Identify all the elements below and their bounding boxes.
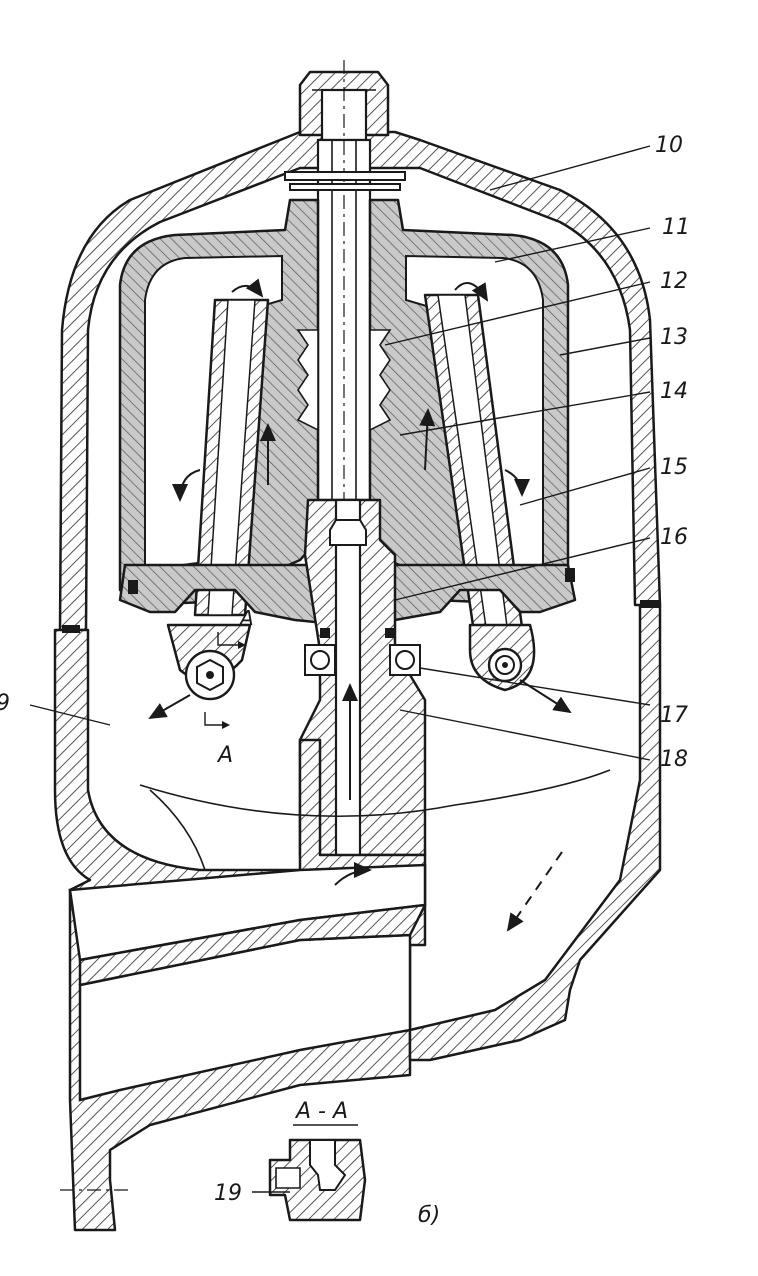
right-nozzle bbox=[468, 623, 536, 692]
top-washers bbox=[284, 171, 406, 191]
flow-arrows bbox=[148, 278, 572, 932]
label-part-14: 14 bbox=[660, 379, 688, 404]
outer-cover bbox=[58, 130, 662, 632]
label-part-15: 15 bbox=[660, 455, 688, 480]
bearings bbox=[304, 628, 421, 676]
left-tube bbox=[193, 298, 270, 617]
section-aa-detail bbox=[252, 1124, 367, 1222]
label-part-17: 17 bbox=[660, 703, 688, 728]
section-aa-title: A - A bbox=[294, 1099, 348, 1124]
label-part-19: 19 bbox=[214, 1181, 242, 1206]
left-nozzle bbox=[166, 623, 252, 701]
figure-tag: б) bbox=[418, 1203, 440, 1228]
label-part-16: 16 bbox=[660, 525, 688, 550]
section-marker-lines bbox=[204, 632, 246, 729]
section-marker-a-bottom: A bbox=[216, 743, 233, 768]
label-part-9-partial: 9 bbox=[0, 691, 10, 716]
leader-lines bbox=[29, 145, 651, 761]
section-marker-a-top: A bbox=[238, 606, 254, 630]
label-part-18: 18 bbox=[660, 747, 688, 772]
hollow-axle bbox=[298, 498, 427, 882]
lower-housing bbox=[53, 600, 662, 1232]
label-part-12: 12 bbox=[660, 269, 688, 294]
label-part-10: 10 bbox=[655, 133, 683, 158]
label-part-13: 13 bbox=[660, 325, 688, 350]
label-part-11: 11 bbox=[662, 215, 690, 240]
